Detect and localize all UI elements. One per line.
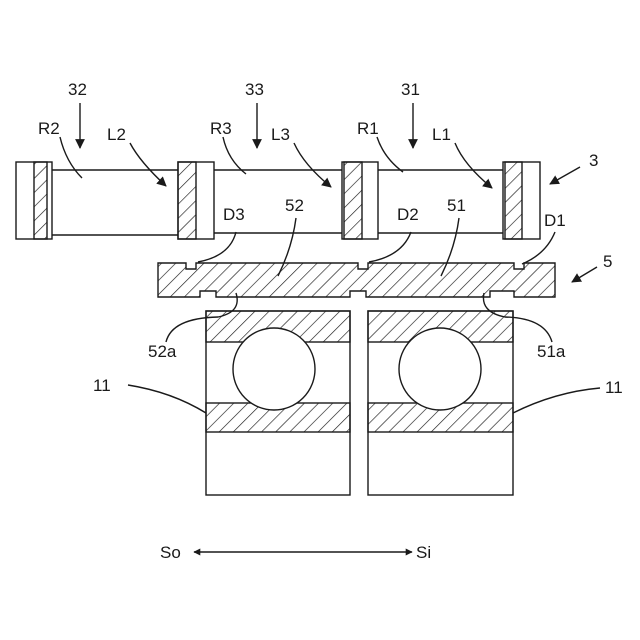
label-R1: R1	[357, 119, 379, 138]
label-L2: L2	[107, 125, 126, 144]
label-52: 52	[285, 196, 304, 215]
label-52a: 52a	[148, 342, 177, 361]
label-5: 5	[603, 252, 612, 271]
holder-block-left	[16, 162, 52, 239]
direction-label-si: Si	[416, 543, 431, 562]
label-R3: R3	[210, 119, 232, 138]
ball-right	[399, 328, 481, 410]
label-L1: L1	[432, 125, 451, 144]
label-3: 3	[589, 151, 598, 170]
label-D1: D1	[544, 211, 566, 230]
label-51: 51	[447, 196, 466, 215]
label-51a: 51a	[537, 342, 566, 361]
direction-label-so: So	[160, 543, 181, 562]
arrow-5	[572, 267, 597, 282]
holder-block-mid-right	[342, 162, 378, 239]
label-R2: R2	[38, 119, 60, 138]
bearing-left	[206, 311, 350, 495]
arrow-3	[550, 167, 580, 184]
holder-block-right	[503, 162, 540, 239]
holder-block-mid-left	[178, 162, 214, 239]
direction-indicator: So Si	[160, 543, 431, 562]
label-11-right: 11	[605, 378, 623, 397]
label-32: 32	[68, 80, 87, 99]
ball-left	[233, 328, 315, 410]
bearing-right	[368, 311, 513, 495]
label-D3: D3	[223, 205, 245, 224]
label-D2: D2	[397, 205, 419, 224]
label-L3: L3	[271, 125, 290, 144]
label-33: 33	[245, 80, 264, 99]
rail-5	[158, 263, 555, 297]
label-31: 31	[401, 80, 420, 99]
label-11-left: 11	[93, 376, 111, 395]
